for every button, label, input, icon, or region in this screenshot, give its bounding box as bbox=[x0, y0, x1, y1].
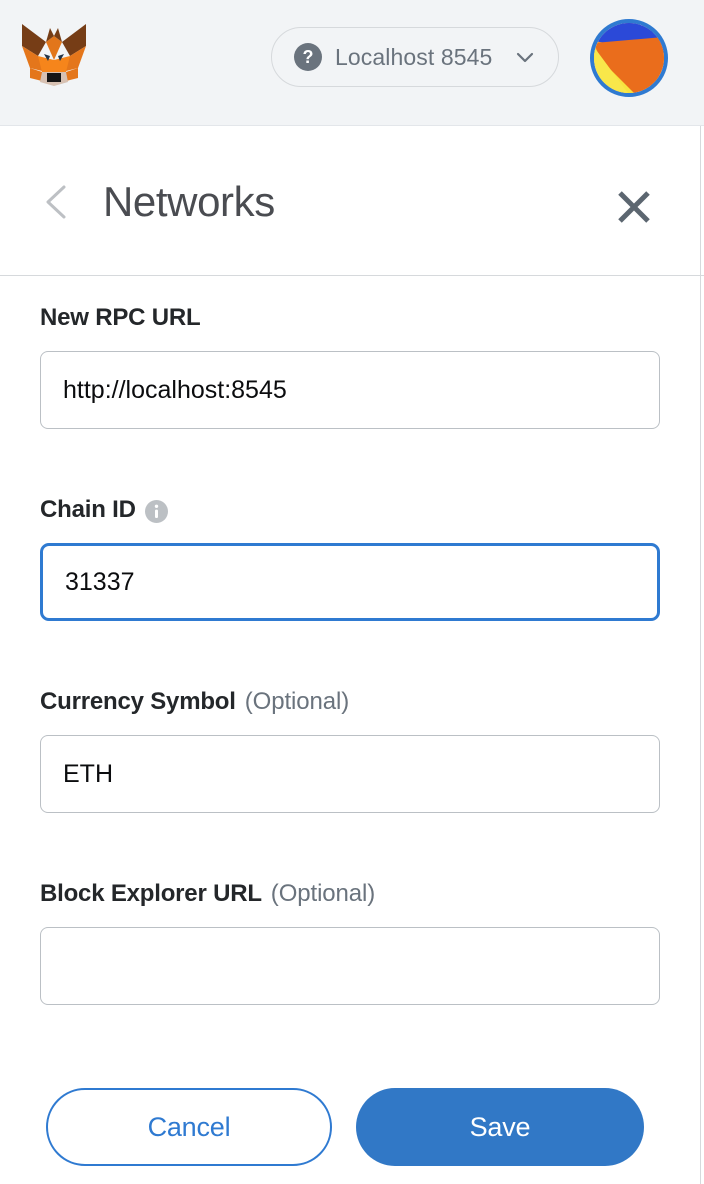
back-button[interactable] bbox=[40, 182, 74, 222]
field-chain-id: Chain ID bbox=[40, 496, 660, 621]
question-mark-icon: ? bbox=[294, 43, 322, 71]
form-actions: Cancel Save bbox=[0, 1088, 700, 1166]
field-block-explorer-url: Block Explorer URL (Optional) bbox=[40, 880, 660, 1005]
field-currency-symbol: Currency Symbol (Optional) bbox=[40, 688, 660, 813]
metamask-fox-logo bbox=[16, 16, 92, 92]
page-header bbox=[0, 126, 704, 276]
block-explorer-url-input[interactable] bbox=[40, 927, 660, 1005]
cancel-button[interactable]: Cancel bbox=[46, 1088, 332, 1166]
info-icon[interactable] bbox=[144, 499, 168, 523]
account-jazzicon-avatar[interactable] bbox=[590, 19, 668, 97]
label-text: Block Explorer URL bbox=[40, 880, 262, 907]
network-selector-button[interactable]: ? Localhost 8545 bbox=[271, 27, 559, 87]
panel-right-border bbox=[700, 126, 701, 1184]
chain-id-input[interactable] bbox=[40, 543, 660, 621]
save-button[interactable]: Save bbox=[356, 1088, 644, 1166]
optional-tag: (Optional) bbox=[270, 880, 376, 907]
field-label-new-rpc-url: New RPC URL bbox=[40, 304, 660, 332]
label-text: New RPC URL bbox=[40, 304, 201, 331]
chevron-down-icon bbox=[514, 46, 536, 68]
currency-symbol-input[interactable] bbox=[40, 735, 660, 813]
label-text: Currency Symbol bbox=[40, 688, 236, 715]
app-top-bar: ? Localhost 8545 bbox=[0, 0, 704, 126]
close-icon[interactable] bbox=[615, 188, 653, 226]
field-label-block-explorer-url: Block Explorer URL (Optional) bbox=[40, 880, 660, 908]
label-text: Chain ID bbox=[40, 496, 136, 523]
field-new-rpc-url: New RPC URL bbox=[40, 304, 660, 429]
page-title: Networks bbox=[103, 178, 275, 225]
network-name-label: Localhost 8545 bbox=[335, 43, 493, 70]
new-rpc-url-input[interactable] bbox=[40, 351, 660, 429]
optional-tag: (Optional) bbox=[244, 688, 350, 715]
field-label-chain-id: Chain ID bbox=[40, 496, 660, 524]
field-label-currency-symbol: Currency Symbol (Optional) bbox=[40, 688, 660, 716]
